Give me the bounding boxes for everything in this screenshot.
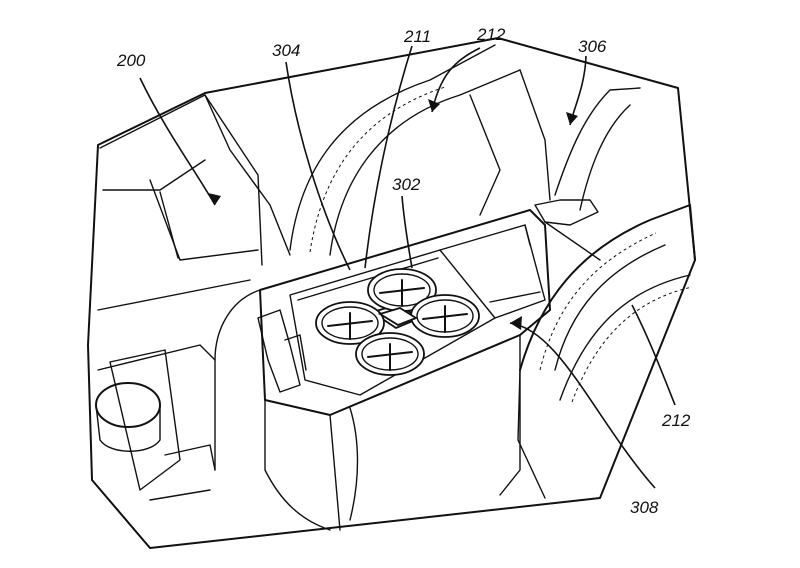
drone — [315, 268, 480, 376]
leader-lines — [139, 45, 676, 489]
propeller-guard-top — [367, 268, 437, 312]
left-seat-area — [97, 94, 291, 311]
propeller-guard-left — [315, 301, 385, 345]
arrow-212-icon — [428, 99, 440, 112]
label-306: 306 — [578, 37, 607, 56]
arrow-306-icon — [566, 112, 578, 125]
label-212-right: 212 — [661, 411, 691, 430]
label-211: 211 — [403, 27, 431, 46]
interior-outline — [87, 37, 696, 549]
rear-seat — [289, 44, 551, 256]
center-console — [214, 209, 551, 531]
right-seat — [517, 204, 696, 499]
label-200: 200 — [116, 51, 146, 70]
arrow-200-icon — [208, 193, 221, 205]
right-seat-back-edge — [534, 87, 641, 261]
label-212-top: 212 — [476, 25, 506, 44]
arrow-308-icon — [510, 316, 522, 330]
label-308: 308 — [630, 498, 659, 517]
arrowheads — [208, 99, 578, 330]
label-302: 302 — [392, 175, 421, 194]
armrest-compartment — [289, 224, 546, 396]
propeller-guard-bottom — [355, 332, 425, 376]
label-304: 304 — [272, 41, 300, 60]
reference-labels: 200 304 211 212 306 302 212 308 — [116, 25, 691, 517]
lower-left-console — [95, 344, 216, 501]
propeller-guard-right — [410, 294, 480, 338]
